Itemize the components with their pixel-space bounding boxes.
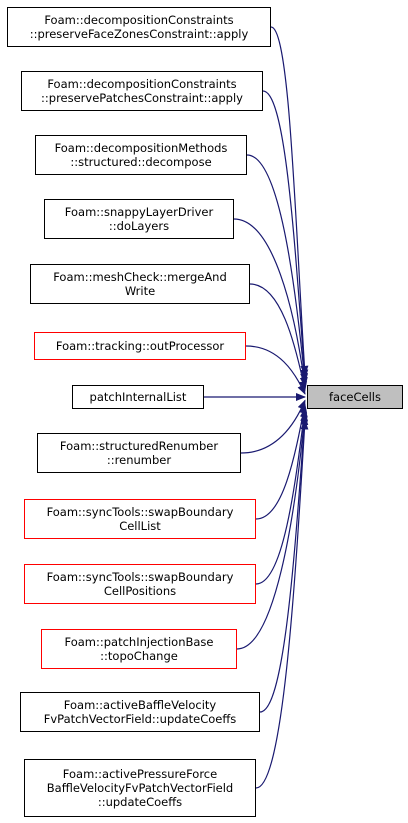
node-label-line: CellList — [119, 519, 161, 533]
node-label-line: ::updateCoeffs — [97, 795, 183, 809]
node-label-line: Foam::tracking::outProcessor — [55, 339, 225, 353]
node-label-line: Write — [124, 284, 156, 298]
caller-node-preserve-patches-constraint-apply[interactable]: Foam::decompositionConstraints::preserve… — [21, 71, 263, 111]
node-label-line: Foam::syncTools::swapBoundary — [46, 505, 234, 519]
edge-c1-to-target — [270, 26, 309, 376]
edge-c13-to-target — [255, 419, 309, 789]
node-label-line: ::preservePatchesConstraint::apply — [41, 91, 243, 105]
node-label-line: ::renumber — [106, 453, 172, 467]
edge-c2-to-target — [262, 90, 309, 380]
node-label-line: Foam::activeBaffleVelocity — [63, 698, 217, 712]
caller-node-patch-internal-list[interactable]: patchInternalList — [72, 385, 204, 409]
node-label-line: ::doLayers — [108, 219, 170, 233]
edge-c4-to-target — [233, 218, 308, 388]
edge-c11-to-target — [236, 411, 309, 650]
node-label-line: Foam::decompositionConstraints — [47, 77, 237, 91]
node-label-line: Foam::meshCheck::mergeAnd — [53, 270, 227, 284]
node-label-line: patchInternalList — [89, 390, 187, 404]
node-label-line: ::topoChange — [100, 649, 178, 663]
edge-c10-to-target — [255, 407, 308, 585]
caller-node-structured-renumber-renumber[interactable]: Foam::structuredRenumber::renumber — [37, 433, 241, 473]
caller-node-tracking-out-processor[interactable]: Foam::tracking::outProcessor — [34, 332, 246, 360]
edge-c12-to-target — [259, 414, 309, 713]
node-label-line: Foam::snappyLayerDriver — [64, 205, 214, 219]
edge-c8-to-target — [240, 399, 306, 454]
node-label-line: Foam::decompositionMethods — [54, 141, 228, 155]
edge-c3-to-target — [246, 154, 309, 384]
node-label-line: faceCells — [329, 390, 381, 404]
caller-node-preserve-face-zones-constraint-apply[interactable]: Foam::decompositionConstraints::preserve… — [7, 7, 271, 47]
node-label-line: ::structured::decompose — [70, 155, 212, 169]
caller-node-patch-injection-base-topo-change[interactable]: Foam::patchInjectionBase::topoChange — [41, 629, 237, 669]
node-label-line: Foam::structuredRenumber — [59, 439, 219, 453]
node-label-line: Foam::decompositionConstraints — [44, 13, 234, 27]
caller-node-snappy-layer-driver-do-layers[interactable]: Foam::snappyLayerDriver::doLayers — [44, 199, 234, 239]
node-label-line: Foam::syncTools::swapBoundary — [46, 570, 234, 584]
target-node-face-cells: faceCells — [307, 385, 403, 409]
caller-node-structured-decompose[interactable]: Foam::decompositionMethods::structured::… — [35, 135, 247, 175]
node-label-line: Foam::patchInjectionBase — [64, 635, 214, 649]
node-label-line: CellPositions — [103, 584, 177, 598]
node-label-line: FvPatchVectorField::updateCoeffs — [43, 712, 237, 726]
node-label-line: BaffleVelocityFvPatchVectorField — [46, 781, 234, 795]
edge-c5-to-target — [249, 283, 308, 392]
node-label-line: Foam::activePressureForce — [62, 767, 218, 781]
edge-c6-to-target — [245, 345, 306, 395]
node-label-line: ::preserveFaceZonesConstraint::apply — [29, 27, 249, 41]
